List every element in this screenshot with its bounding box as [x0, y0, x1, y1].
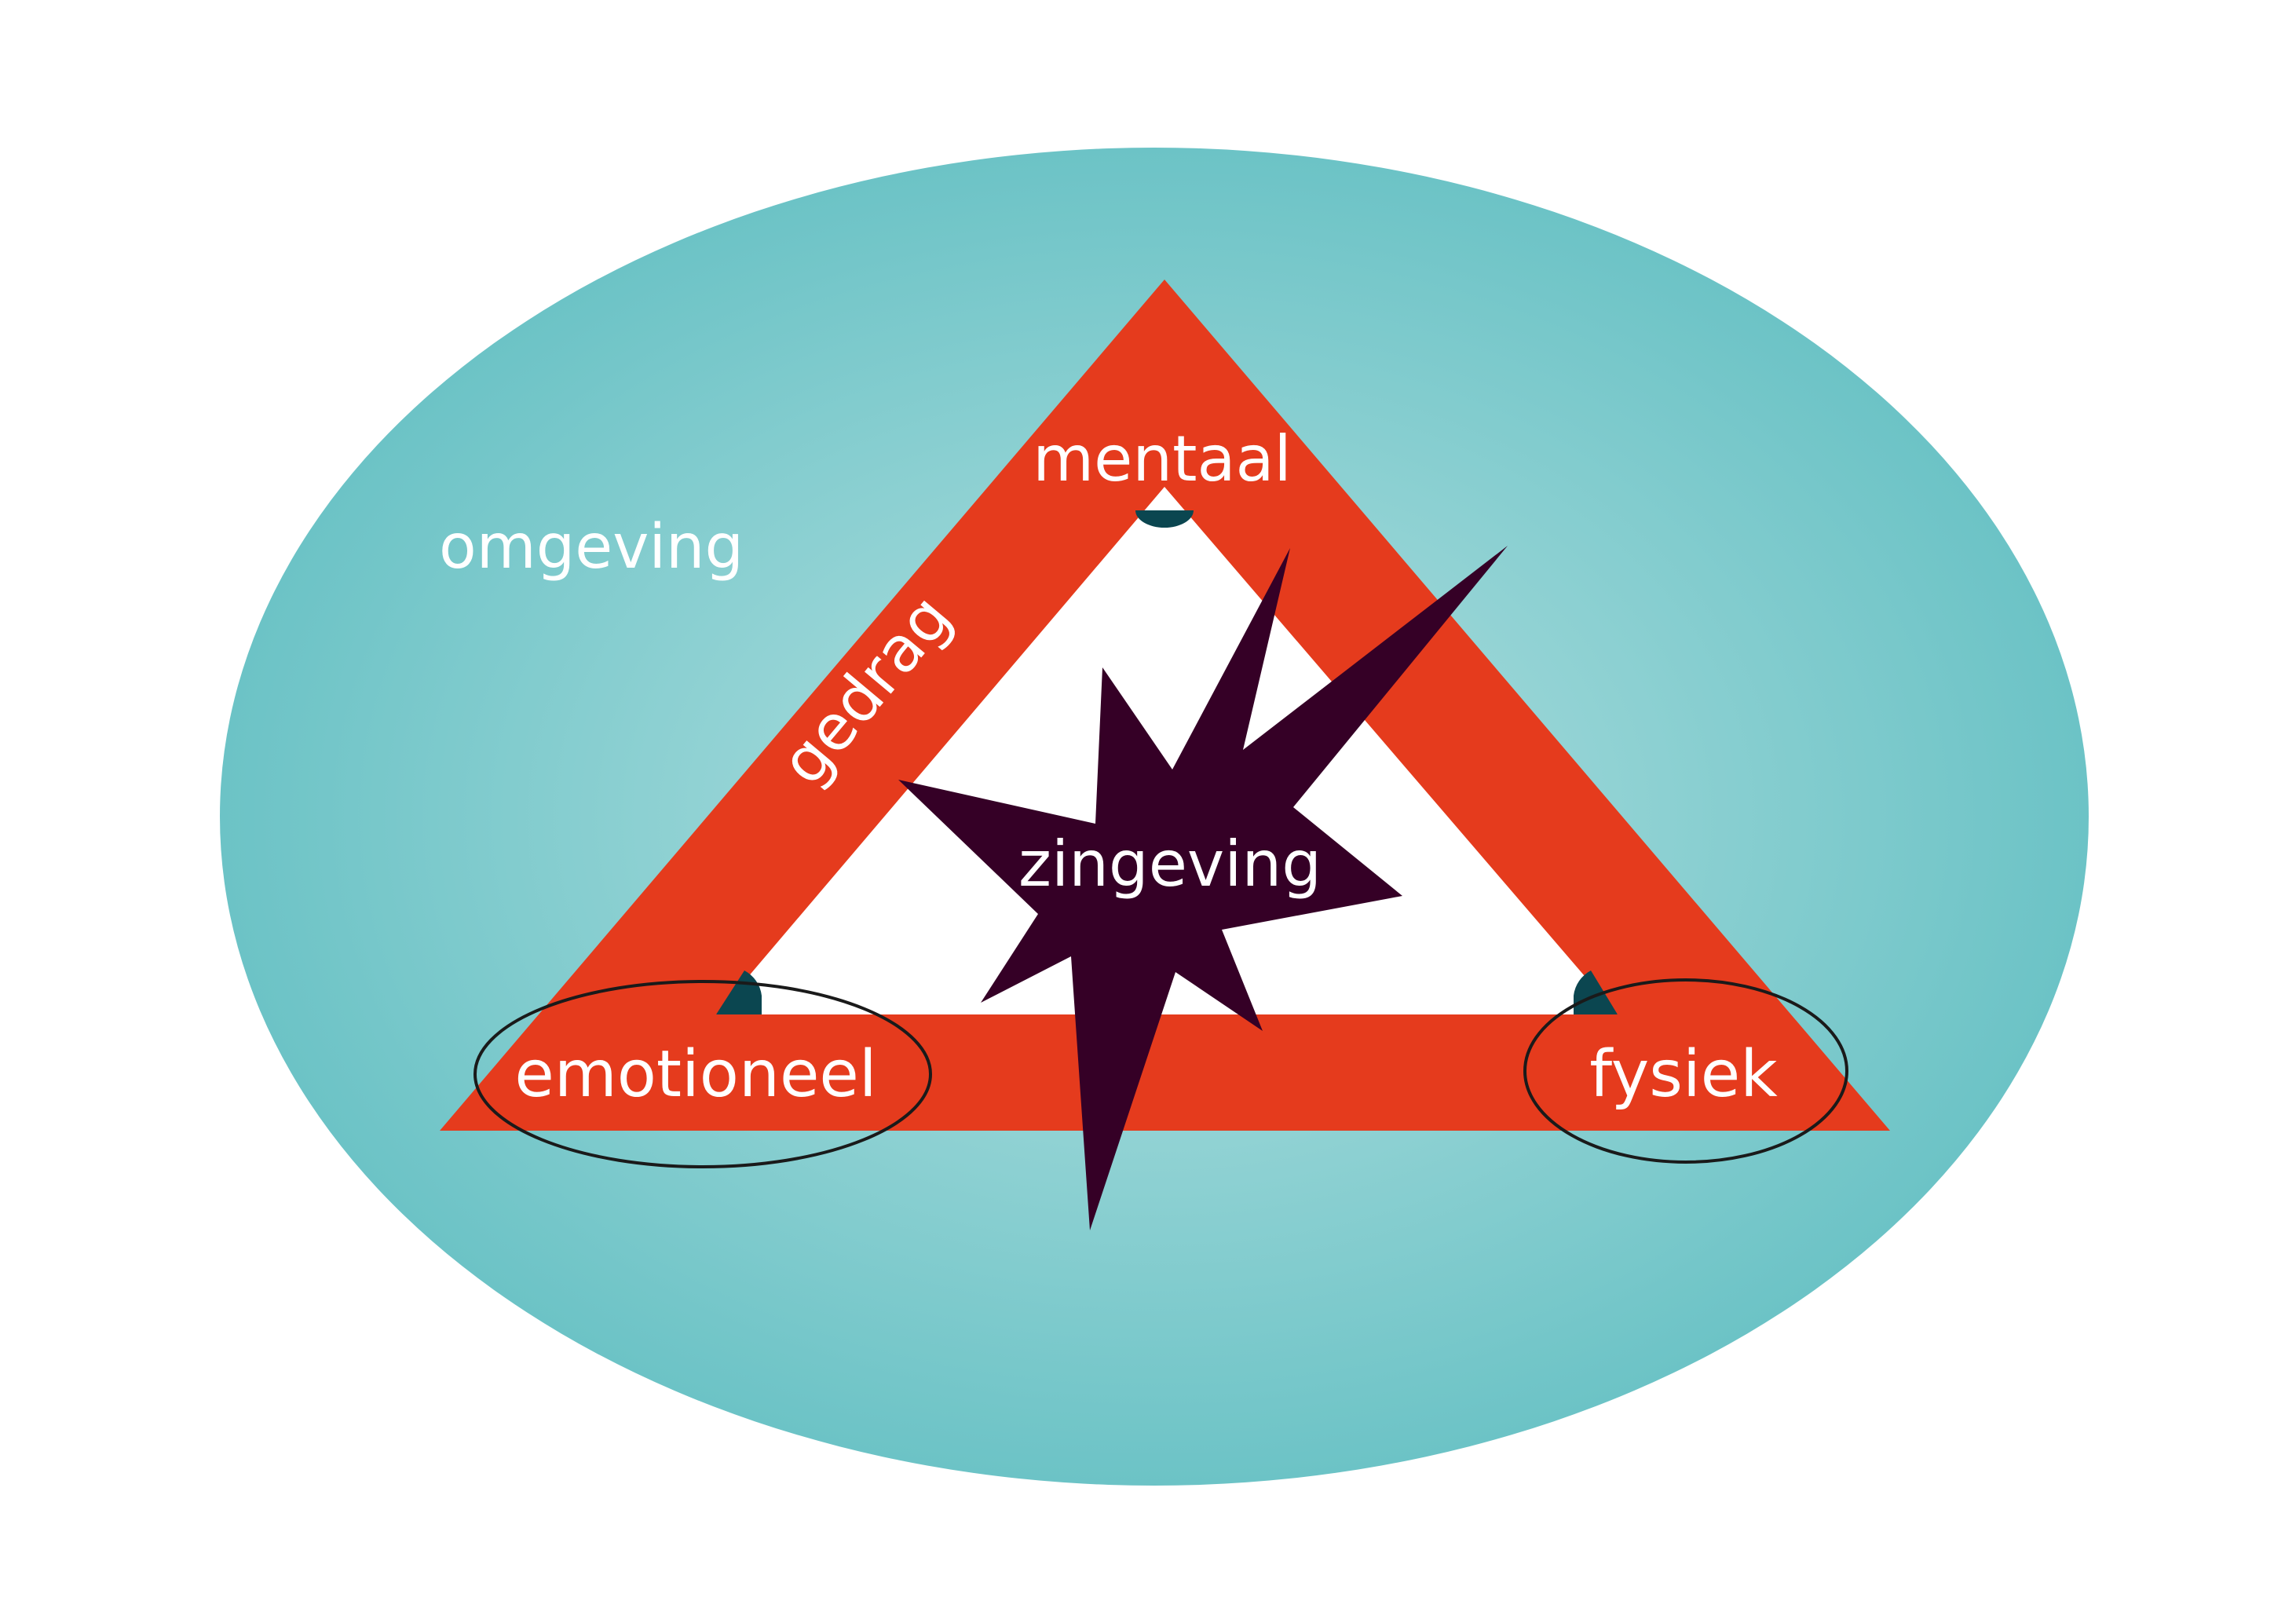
center-label: zingeving	[1018, 828, 1322, 901]
top-corner-label: mentaal	[1033, 422, 1292, 495]
physical-outline	[1523, 978, 1848, 1164]
inner-triangle	[716, 487, 1618, 1014]
top-corner-marker	[1135, 510, 1194, 528]
environment-label: omgeving	[439, 512, 744, 583]
right-corner-marker	[1574, 971, 1618, 1014]
left-corner-label: emotioneel	[514, 1037, 876, 1112]
corner-markers	[716, 510, 1618, 1014]
emotional-outline	[473, 980, 932, 1168]
explosion-star	[898, 546, 1508, 1230]
left-corner-marker	[716, 971, 762, 1014]
right-corner-label: fysiek	[1589, 1037, 1778, 1112]
